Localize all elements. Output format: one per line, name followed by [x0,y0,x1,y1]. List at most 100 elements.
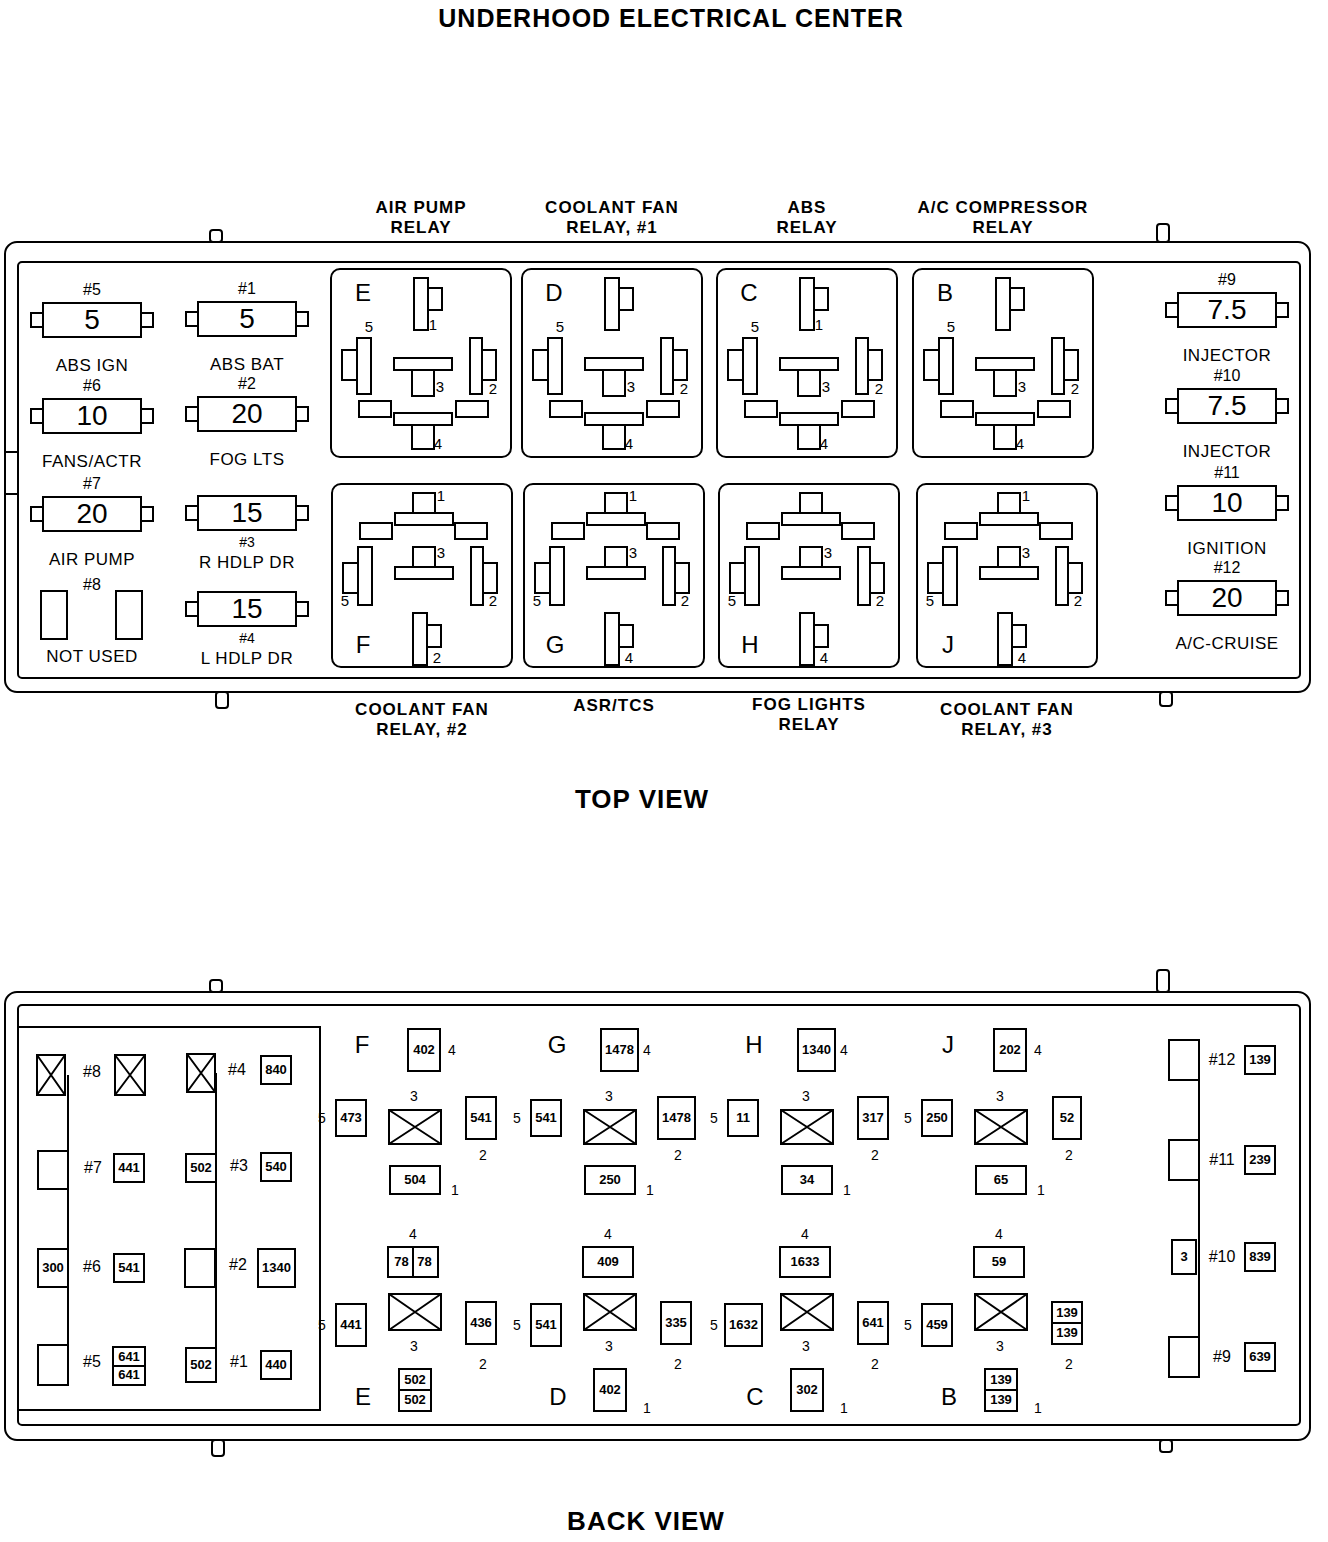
wire-number: 65 [994,1173,1008,1188]
pin-number: 3 [410,1338,418,1354]
fuse-ear [140,312,154,328]
fuse: #97.5INJECTOR [1152,260,1302,375]
pin-number: 3 [436,378,444,395]
wire-number: 641 [862,1316,884,1331]
relay-pin [427,625,441,647]
pin-number: 2 [875,380,883,397]
cross-mark [781,1294,833,1330]
wire-number: 139 [1056,1306,1078,1321]
relay-name: FOG LIGHTS RELAY [739,695,879,734]
pin-number: 4 [604,1226,612,1242]
wire-terminal: 139 [1244,1045,1276,1075]
wire-number: 502 [190,1161,212,1176]
wire-number: 639 [1249,1350,1271,1365]
fuse-number: #6 [83,377,101,395]
relay-pin [1064,350,1078,380]
fuse-number: #7 [84,1159,102,1177]
wire-number: 78 [417,1255,431,1270]
wire-number: 52 [1060,1111,1074,1126]
crossed-terminal [584,1110,636,1144]
relay-pin [745,547,759,605]
pin-number: 4 [643,1042,651,1058]
mount-tab [210,980,222,992]
relay-pin [1040,523,1072,539]
relay: 1352G4ASR/TCS [523,483,705,748]
bus-line [215,1073,217,1365]
crossed-terminal [187,1054,215,1092]
cross-mark [584,1294,636,1330]
relay-letter: D [549,1383,566,1411]
relay-name: ASR/TCS [539,696,689,716]
wire-terminal: 441 [113,1153,145,1183]
pin-number: 4 [840,1042,848,1058]
terminal-divider [1053,1322,1081,1324]
relay-pin [868,350,882,380]
pin-number: 2 [1071,380,1079,397]
relay-letter: G [546,631,565,659]
wire-number: 504 [404,1173,426,1188]
relay-pin [842,401,874,417]
housing-outline [5,242,1310,692]
terminal-cavity [389,1294,441,1330]
wire-number: 239 [1249,1153,1271,1168]
view-title: BACK VIEW [567,1507,725,1537]
relay-pin [782,513,840,525]
pin-number: 5 [710,1317,718,1333]
pin-number: 5 [341,592,349,609]
pin-number: 2 [489,592,497,609]
relay-pin [730,563,745,593]
circuit-name: ABS BAT [210,355,284,375]
circuit-name: L HDLP DR [201,649,293,669]
relay-pin [814,288,828,310]
fuse-rating: 15 [231,593,262,625]
relay: A/C COMPRESSOR RELAYB5324 [912,188,1094,458]
wire-terminal: 473 [335,1099,367,1137]
pin-number: 4 [1034,1042,1042,1058]
terminal-cavity [389,1110,441,1144]
relay-pin [939,338,953,394]
pin-number: 4 [434,435,442,452]
wire-terminal: 541 [465,1096,497,1140]
wire-terminal: 335 [660,1301,692,1345]
pin-number: 2 [871,1147,879,1163]
circuit-name: ABS IGN [56,356,128,376]
terminal-cavity [115,1055,145,1095]
relay-letter: F [356,631,371,659]
pin-number: 5 [365,318,373,335]
terminal-cavity [37,1055,65,1095]
pin-number: 4 [625,649,633,666]
circuit-name: INJECTOR [1183,346,1272,366]
fuse-socket [115,590,143,640]
wire-terminal: 1340 [257,1248,296,1288]
fuse-number: #12 [1214,559,1241,577]
fuse: #8NOT USED [17,565,167,680]
wire-terminal: 504 [389,1165,441,1195]
pin-number: 2 [479,1147,487,1163]
wire-number: 302 [796,1383,818,1398]
wire-number: 1478 [605,1043,634,1058]
fuse: #1110IGNITION [1152,453,1302,568]
relay-pin [395,567,453,579]
pin-number: 3 [1022,544,1030,561]
relay-letter: E [355,1383,371,1411]
pin-number: 2 [433,649,441,666]
fuse-number: #1 [238,280,256,298]
empty-terminal [1169,1040,1199,1080]
relay-pin [980,567,1038,579]
fuse: #1220A/C-CRUISE [1152,548,1302,663]
wire-terminal: 7878 [387,1246,439,1278]
empty-terminal [1169,1337,1199,1377]
relay-pin [673,350,687,380]
fuse-number: #10 [1209,1248,1236,1266]
wire-terminal: 402 [593,1368,627,1412]
wire-number: 502 [404,1373,426,1388]
circuit-name: AIR PUMP [49,550,135,570]
pin-number: 2 [479,1356,487,1372]
relay-pin [743,338,757,394]
relay-pin [663,547,675,605]
terminal-divider [412,1248,414,1276]
wire-number: 300 [42,1261,64,1276]
relay-pin [728,350,743,380]
fuse-ear [295,601,309,617]
mount-tab [1160,1440,1172,1452]
